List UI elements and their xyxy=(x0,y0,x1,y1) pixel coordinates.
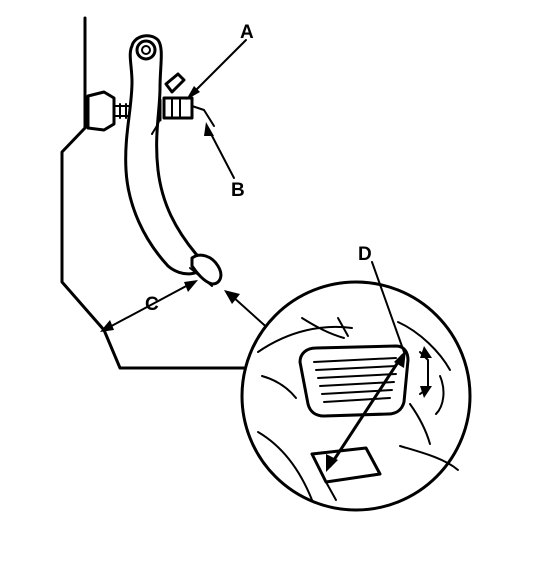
pedal-pad-side xyxy=(189,253,223,287)
brake-booster xyxy=(86,90,116,132)
dimension-c xyxy=(100,280,198,332)
callout-a: A xyxy=(240,22,254,43)
callout-d: D xyxy=(358,244,372,265)
firewall-outline xyxy=(60,16,248,370)
leader-b xyxy=(204,122,235,179)
leader-a xyxy=(186,39,247,100)
callout-b: B xyxy=(231,180,245,201)
pedal-pad-front xyxy=(298,344,410,418)
brake-pedal-arm xyxy=(124,34,208,276)
leader-d xyxy=(371,261,405,353)
brake-light-switch xyxy=(151,72,215,135)
callout-c: C xyxy=(145,294,159,315)
detail-view xyxy=(240,280,472,512)
